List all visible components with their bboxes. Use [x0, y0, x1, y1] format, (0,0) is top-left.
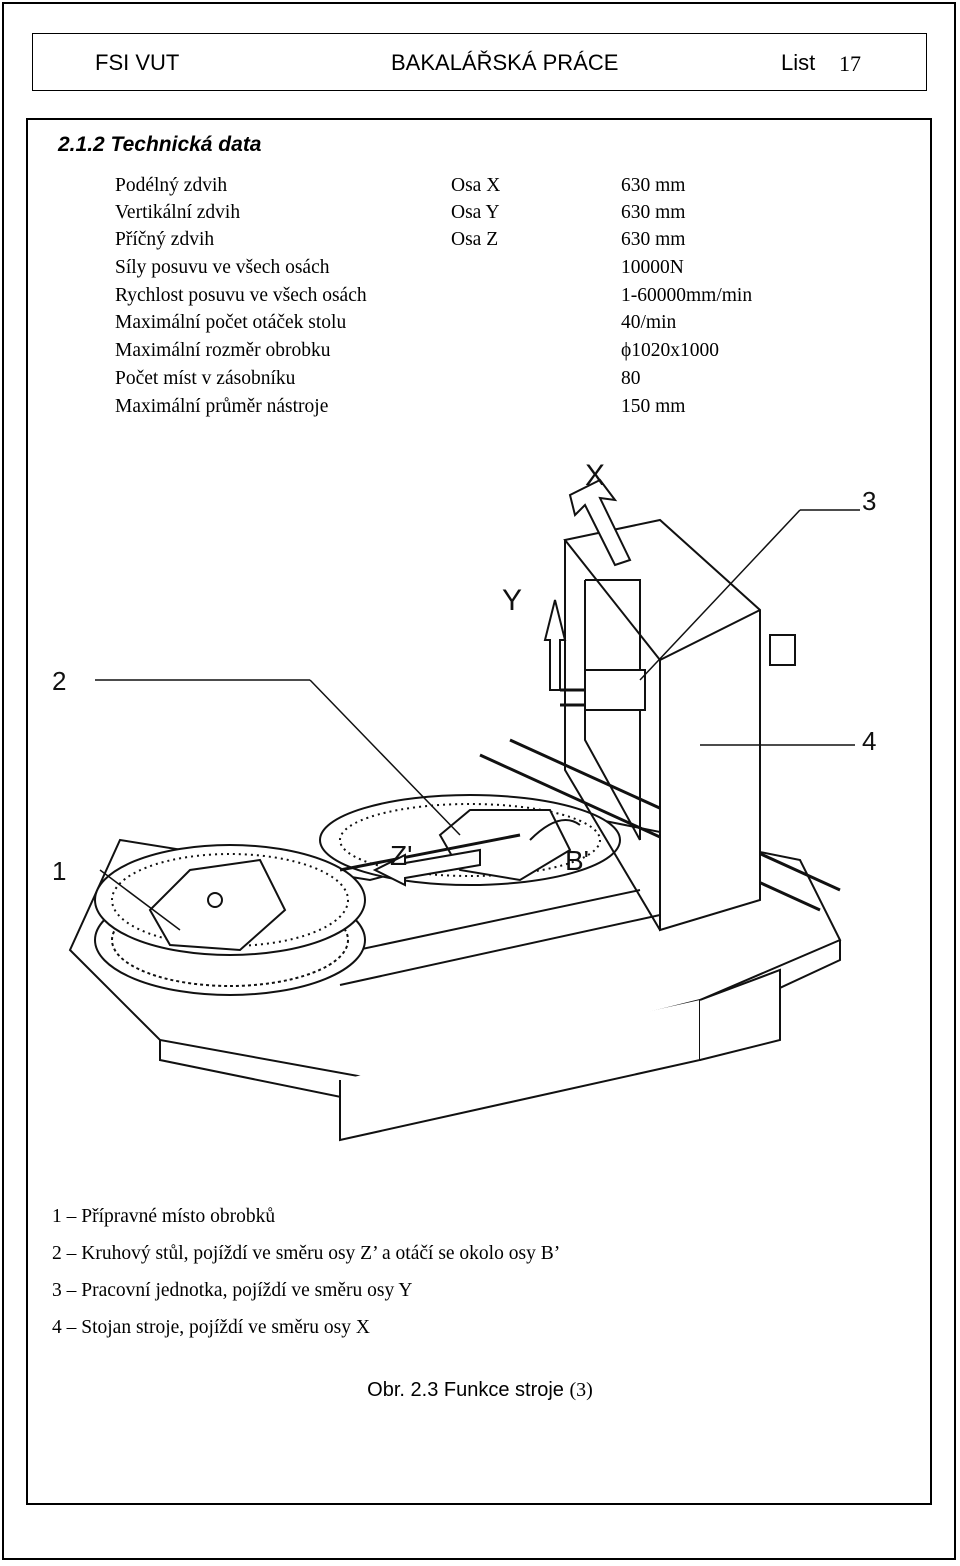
pallet-ring-teeth [111, 853, 349, 947]
spec-row: Podélný zdvih Osa X 630 mm [0, 175, 960, 202]
y-axis-arrow [543, 599, 567, 691]
z-axis-arrow [372, 848, 481, 887]
axis-label-b: B' [565, 845, 589, 876]
spindle [560, 688, 585, 707]
axis-label-x: X [585, 459, 605, 492]
spec-row: Vertikální zdvih Osa Y 630 mm [0, 202, 960, 229]
callout-1: 1 [52, 856, 66, 886]
spec-label: Vertikální zdvih [115, 202, 241, 223]
header-page-number: 17 [839, 51, 861, 76]
header-page-label: List [781, 50, 816, 75]
leader-line-1 [99, 869, 181, 931]
guide-rail [339, 914, 661, 986]
pallet-plate [148, 858, 287, 952]
leader-line-3 [639, 509, 801, 681]
base-lower-block [699, 968, 781, 1061]
guide-rail [479, 753, 821, 912]
spec-label: Síly posuvu ve všech osách [115, 257, 330, 278]
page-header: FSI VUT BAKALÁŘSKÁ PRÁCE List 17 [32, 33, 927, 91]
machine-tool-illustration: 1 2 3 4 X Y Z' B' [52, 459, 876, 1142]
spec-label: Rychlost posuvu ve všech osách [115, 285, 367, 306]
column-window [585, 579, 641, 840]
motor [769, 634, 796, 666]
header-institution: FSI VUT [95, 50, 180, 75]
figure-caption: Obr. 2.3 Funkce stroje (3) [0, 1379, 960, 1402]
spec-value: 40/min [621, 312, 677, 333]
pallet-hole [207, 892, 223, 908]
header-document-type: BAKALÁŘSKÁ PRÁCE [391, 50, 619, 75]
callout-4: 4 [862, 726, 876, 756]
spec-axis: Osa X [451, 175, 501, 196]
spec-row: Počet míst v zásobníku 80 [0, 368, 960, 395]
spec-row: Maximální počet otáček stolu 40/min [0, 312, 960, 339]
caption-reference: (3) [569, 1379, 593, 1401]
spec-value: 150 mm [621, 396, 686, 417]
spec-value: 630 mm [621, 202, 686, 223]
content-frame [26, 118, 932, 1505]
legend-item: 1 – Přípravné místo obrobků [52, 1206, 276, 1227]
x-axis-arrow [568, 478, 632, 567]
spec-value: ϕ1020x1000 [621, 340, 720, 361]
spec-label: Příčný zdvih [115, 229, 215, 250]
spec-row: Příčný zdvih Osa Z 630 mm [0, 229, 960, 256]
spec-axis: Osa Y [451, 202, 500, 223]
caption-text: Obr. 2.3 Funkce stroje [367, 1379, 570, 1401]
spec-label: Podélný zdvih [115, 175, 228, 196]
table-slide [339, 833, 521, 872]
spec-value: 10000N [621, 257, 684, 278]
callout-2: 2 [52, 666, 66, 696]
rotary-table-teeth [339, 803, 601, 877]
spec-value: 630 mm [621, 175, 686, 196]
pallet-ring-teeth [111, 893, 349, 987]
callout-3: 3 [862, 486, 876, 516]
spindle-housing [584, 669, 646, 711]
spec-value: 1-60000mm/min [621, 285, 753, 306]
spec-axis: Osa Z [451, 229, 499, 250]
spec-row: Maximální rozměr obrobku ϕ1020x1000 [0, 340, 960, 367]
spec-value: 80 [621, 368, 641, 389]
spec-row: Maximální průměr nástroje 150 mm [0, 396, 960, 423]
spec-label: Maximální rozměr obrobku [115, 340, 331, 361]
spec-row: Rychlost posuvu ve všech osách 1-60000mm… [0, 285, 960, 312]
axis-label-y: Y [502, 584, 522, 617]
column-window [584, 580, 641, 841]
spec-label: Maximální počet otáček stolu [115, 312, 347, 333]
b-axis-arrow [529, 819, 581, 841]
spec-label: Maximální průměr nástroje [115, 396, 329, 417]
legend-item: 3 – Pracovní jednotka, pojíždí ve směru … [52, 1280, 413, 1301]
legend-item: 2 – Kruhový stůl, pojíždí ve směru osy Z… [52, 1243, 561, 1264]
spec-row: Síly posuvu ve všech osách 10000N [0, 257, 960, 284]
column-edge [659, 609, 761, 661]
column-edge [564, 540, 661, 931]
spec-label: Počet míst v zásobníku [115, 368, 296, 389]
leader-line-2 [309, 679, 461, 836]
legend-item: 4 – Stojan stroje, pojíždí ve směru osy … [52, 1317, 370, 1338]
section-title: 2.1.2 Technická data [58, 133, 262, 156]
spec-value: 630 mm [621, 229, 686, 250]
axis-label-z: Z' [390, 840, 412, 871]
guide-rail [309, 889, 641, 961]
